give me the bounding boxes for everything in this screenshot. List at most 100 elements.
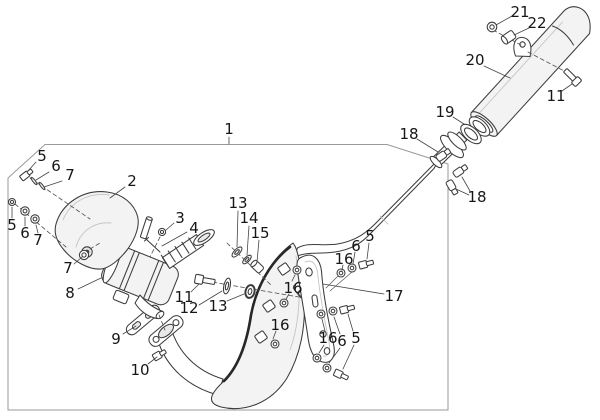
callout-label-5: 5 — [37, 147, 47, 165]
callout-leader-15 — [256, 239, 260, 263]
callout-label-19: 19 — [435, 103, 454, 121]
bolt-5 — [332, 368, 349, 381]
callout-leader-16 — [321, 318, 326, 332]
callout-leader-19 — [452, 116, 465, 125]
callout-label-17: 17 — [384, 287, 403, 305]
callout-label-4: 4 — [189, 219, 199, 237]
heat-shield-part-2 — [54, 191, 139, 270]
callout-leader-5 — [27, 161, 37, 172]
bolt-5 — [358, 259, 375, 270]
callout-leader-22 — [513, 27, 530, 36]
bolt-11-silencer — [563, 68, 582, 87]
callout-label-6: 6 — [337, 332, 347, 350]
callout-leader-8 — [77, 277, 102, 290]
callout-leader-5 — [347, 313, 354, 332]
bracket-part-17 — [296, 254, 335, 363]
callout-leader-17 — [322, 283, 385, 295]
callout-label-5: 5 — [365, 227, 375, 245]
spacer-22 — [500, 30, 517, 45]
callout-leader-6 — [352, 251, 356, 265]
callout-leader-13 — [226, 293, 245, 302]
callout-label-16: 16 — [283, 279, 302, 297]
callout-leader-20 — [483, 65, 511, 79]
callout-leader-13 — [236, 210, 239, 248]
callout-leader-11 — [190, 283, 200, 293]
callout-label-18: 18 — [467, 188, 486, 206]
callout-label-11: 11 — [546, 87, 565, 105]
callout-label-5: 5 — [351, 329, 361, 347]
callout-leader-16 — [318, 344, 325, 354]
callout-leader-18 — [461, 176, 471, 192]
callout-leader-7 — [73, 256, 83, 265]
bolt-18 — [452, 164, 469, 178]
callout-label-10: 10 — [130, 361, 149, 379]
fasteners — [7, 21, 582, 381]
callout-leader-3 — [165, 222, 175, 231]
callout-label-2: 2 — [127, 172, 137, 190]
callout-label-8: 8 — [65, 284, 75, 302]
callout-label-13: 13 — [228, 194, 247, 212]
assembly-axis-lines — [14, 29, 567, 331]
callout-label-1: 1 — [224, 120, 234, 138]
callout-label-18: 18 — [399, 125, 418, 143]
callout-label-16: 16 — [318, 329, 337, 347]
callout-leader-14 — [246, 225, 250, 256]
callout-leader-9 — [122, 325, 137, 335]
callout-label-7: 7 — [33, 231, 43, 249]
chamber-weld-seam — [222, 245, 292, 383]
callout-leader-7 — [43, 180, 63, 188]
callout-leader-7 — [35, 224, 39, 234]
manifold-stud-boss — [139, 216, 153, 240]
callout-leader-18 — [416, 138, 439, 153]
bolt-5 — [339, 304, 356, 315]
callout-label-5: 5 — [7, 216, 17, 234]
callout-leader-5 — [342, 344, 355, 370]
diagram-frame — [7, 144, 449, 411]
callout-leader-6 — [328, 347, 341, 364]
callout-label-6: 6 — [51, 157, 61, 175]
callout-label-3: 3 — [175, 209, 185, 227]
stud-4 — [143, 236, 161, 253]
chamber-mount-bosses — [254, 262, 291, 344]
callout-label-7: 7 — [65, 166, 75, 184]
header-flange — [148, 315, 184, 347]
bolt-18 — [445, 179, 459, 196]
callout-label-15: 15 — [250, 224, 269, 242]
callout-leader-6 — [333, 316, 341, 335]
callout-leader-18 — [455, 188, 470, 196]
callout-label-13: 13 — [208, 297, 227, 315]
spacer-15 — [250, 259, 264, 274]
callout-label-20: 20 — [465, 51, 484, 69]
callout-label-9: 9 — [111, 330, 121, 348]
bolt-18 — [435, 148, 452, 162]
silencer-body — [470, 6, 591, 137]
callout-label-11: 11 — [174, 288, 193, 306]
callout-label-16: 16 — [334, 250, 353, 268]
callout-label-21: 21 — [510, 3, 529, 21]
bolt-11 — [194, 273, 216, 285]
callout-leader-16 — [291, 274, 296, 282]
callout-label-6: 6 — [20, 224, 30, 242]
shield-washer-6 — [30, 176, 38, 186]
callout-leader-16 — [272, 330, 277, 340]
callout-leader-4 — [161, 231, 188, 247]
callout-leader-2 — [109, 186, 126, 199]
callout-leader-12 — [198, 290, 223, 306]
callout-leader-16 — [341, 264, 344, 271]
callout-label-16: 16 — [270, 316, 289, 334]
gasket-part-19 — [460, 116, 491, 145]
callout-label-22: 22 — [527, 14, 546, 32]
callout-leader-5 — [366, 242, 370, 260]
callout-leader-16 — [285, 293, 290, 300]
callout-leader-21 — [495, 15, 513, 26]
callout-leader-6 — [35, 171, 50, 181]
callout-label-12: 12 — [179, 299, 198, 317]
callout-label-7: 7 — [63, 259, 73, 277]
callout-leader-11 — [561, 83, 573, 92]
callout-leader-10 — [147, 356, 158, 365]
callout-label-6: 6 — [351, 237, 361, 255]
callout-label-14: 14 — [239, 209, 258, 227]
